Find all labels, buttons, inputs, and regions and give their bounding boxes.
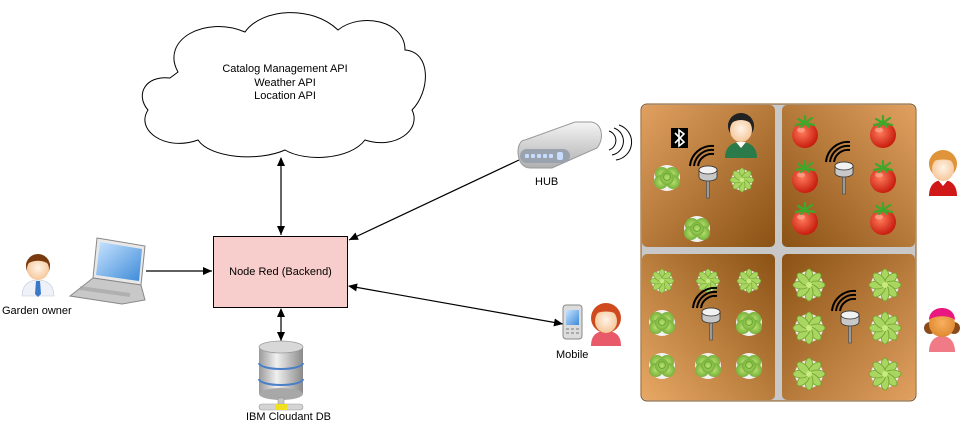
- lettuce-plant: [653, 164, 681, 192]
- succulent-plant: [650, 269, 674, 293]
- succulent-plant: [868, 357, 902, 391]
- succulent-plant: [737, 269, 761, 293]
- garden-owner-label: Garden owner: [2, 305, 72, 317]
- lettuce-plant: [735, 309, 763, 337]
- cloud-shape: [141, 12, 426, 158]
- backend-node: Node Red (Backend): [213, 236, 348, 308]
- database-icon: [258, 340, 304, 411]
- cloud-service-catalog: Catalog Management API: [222, 63, 348, 75]
- cloud-services: Catalog Management API Weather API Locat…: [150, 63, 420, 104]
- mobile-user-icon: [591, 303, 621, 346]
- succulent-plant: [730, 168, 754, 192]
- hub-icon: [517, 121, 633, 169]
- lettuce-plant: [648, 352, 676, 380]
- succulent-plant: [868, 311, 902, 345]
- visitor-boy-icon: [929, 150, 957, 196]
- laptop-icon: [68, 237, 146, 305]
- succulent-plant: [792, 311, 826, 345]
- lettuce-plant: [683, 215, 711, 243]
- lettuce-plant: [648, 309, 676, 337]
- hub-label: HUB: [535, 176, 559, 188]
- cloud-service-location: Location API: [254, 90, 316, 102]
- garden-owner-icon: [21, 254, 55, 297]
- visitor-girl-icon: [924, 308, 960, 352]
- succulent-plant: [792, 268, 826, 302]
- bluetooth-icon: [671, 128, 688, 148]
- succulent-plant: [792, 357, 826, 391]
- connection-hub-backend: [348, 159, 520, 241]
- connection-backend-mobile: [348, 283, 564, 327]
- cloud-service-weather: Weather API: [254, 76, 316, 89]
- garden-bed: [640, 103, 917, 402]
- succulent-plant: [868, 268, 902, 302]
- backend-label: Node Red (Backend): [229, 266, 332, 278]
- lettuce-plant: [735, 352, 763, 380]
- lettuce-plant: [694, 352, 722, 380]
- database-label: IBM Cloudant DB: [246, 411, 331, 423]
- farmer-icon: [725, 113, 757, 158]
- mobile-phone-icon: [562, 304, 583, 340]
- mobile-label: Mobile: [556, 349, 589, 361]
